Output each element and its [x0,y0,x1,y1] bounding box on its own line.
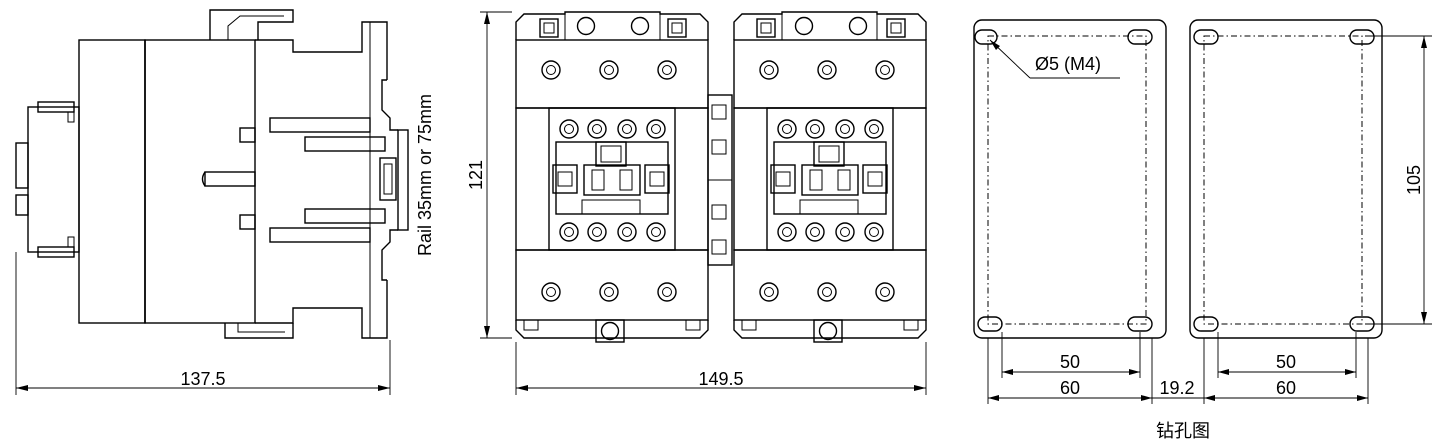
hole-diameter-label: Ø5 (M4) [1035,54,1101,74]
hole-inner-right-label: 50 [1276,352,1296,372]
side-width-dimension: 137.5 [15,252,391,395]
hole-outer-right-label: 60 [1276,378,1296,398]
front-view [515,11,927,343]
drill-pattern-caption: 钻孔图 [1156,421,1210,442]
hole-gap-label: 19.2 [1159,378,1194,398]
hole-outer-left-label: 60 [1060,378,1080,398]
hole-vertical-label: 105 [1404,165,1424,195]
side-width-label: 137.5 [180,369,225,389]
front-width-label: 149.5 [698,369,743,389]
hole-horizontal-dimensions: 50 60 19.2 50 60 [987,332,1369,404]
hole-vertical-dimension: 105 [1365,35,1432,325]
side-view [15,9,409,339]
rail-note: Rail 35mm or 75mm [415,94,435,256]
right-contactor [733,11,927,343]
mechanical-interlock [707,94,733,266]
front-width-dimension: 149.5 [515,342,927,395]
drill-pattern: Ø5 (M4) [973,19,1383,339]
front-height-dimension: 121 [466,11,512,339]
front-height-label: 121 [466,160,486,190]
left-contactor [515,11,709,343]
hole-inner-left-label: 50 [1060,352,1080,372]
